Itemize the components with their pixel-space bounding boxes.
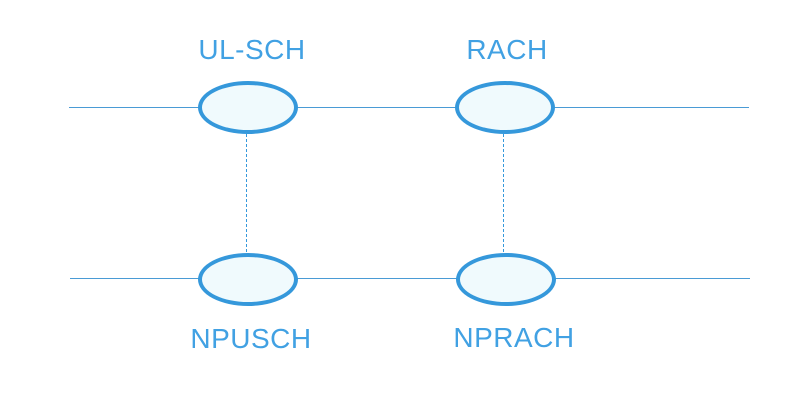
node-label-rach: RACH bbox=[466, 34, 548, 65]
connector-rach-nprach bbox=[503, 134, 504, 252]
node-ellipse-ul-sch bbox=[198, 81, 298, 134]
node-ellipse-npusch bbox=[198, 253, 298, 306]
bottom-rail-line bbox=[70, 278, 750, 280]
node-label-npusch: NPUSCH bbox=[190, 323, 312, 354]
node-label-ul-sch: UL-SCH bbox=[198, 34, 306, 65]
node-ellipse-nprach bbox=[456, 253, 556, 306]
node-label-nprach: NPRACH bbox=[453, 322, 575, 353]
node-ellipse-rach bbox=[455, 81, 555, 134]
connector-ul-sch-npusch bbox=[246, 134, 247, 252]
top-rail-line bbox=[69, 107, 749, 109]
